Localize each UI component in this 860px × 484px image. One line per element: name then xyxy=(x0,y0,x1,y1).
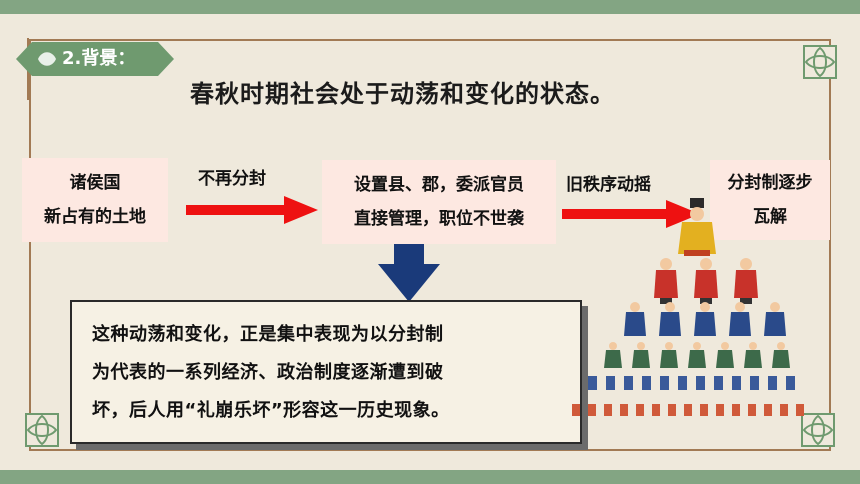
corner-ornament-icon xyxy=(803,45,837,79)
conclusion-line2: 为代表的一系列经济、政治制度逐渐遭到破 xyxy=(92,362,444,383)
conclusion-line3: 坏，后人用“礼崩乐坏”形容这一历史现象。 xyxy=(92,400,450,421)
arrow1-label: 不再分封 xyxy=(198,169,266,189)
official-row-blue xyxy=(624,302,786,336)
noble-row-red xyxy=(654,258,758,304)
pyramid-illustration xyxy=(572,198,804,416)
corner-ornament-icon xyxy=(801,413,835,447)
right-arrow-icon xyxy=(186,196,318,224)
box-feudal-collapse-line2: 瓦解 xyxy=(753,207,787,227)
box-county-system: 设置县、郡，委派官员 直接管理，职位不世袭 xyxy=(322,160,556,244)
box-feudal-collapse: 分封制逐步 瓦解 xyxy=(710,160,830,240)
commoner-row-red xyxy=(572,404,804,416)
box-county-system-line1: 设置县、郡，委派官员 xyxy=(354,175,524,195)
box-new-land-line2: 新占有的土地 xyxy=(44,207,146,227)
conclusion-box: 这种动荡和变化，正是集中表现为以分封制 为代表的一系列经济、政治制度逐渐遭到破 … xyxy=(70,300,582,444)
king-figure xyxy=(678,198,716,256)
corner-ornament-icon xyxy=(25,413,59,447)
arrow2-label: 旧秩序动摇 xyxy=(566,175,651,195)
box-feudal-collapse-line1: 分封制逐步 xyxy=(727,173,813,193)
scholar-row-green xyxy=(604,342,790,368)
box-county-system-line2: 直接管理，职位不世袭 xyxy=(354,209,524,229)
headline: 春秋时期社会处于动荡和变化的状态。 xyxy=(190,80,615,108)
bottom-band xyxy=(0,470,860,484)
down-arrow-icon xyxy=(378,244,440,302)
box-new-land: 诸侯国 新占有的土地 xyxy=(22,158,168,242)
section-tag-label: 2.背景： xyxy=(62,48,136,69)
section-tag-shape xyxy=(16,42,174,76)
commoner-row-blue xyxy=(588,376,795,390)
conclusion-line1: 这种动荡和变化，正是集中表现为以分封制 xyxy=(92,324,444,345)
leaf-icon xyxy=(38,52,56,66)
top-band xyxy=(0,0,860,14)
right-arrow-icon xyxy=(562,200,700,228)
box-new-land-line1: 诸侯国 xyxy=(69,173,121,193)
